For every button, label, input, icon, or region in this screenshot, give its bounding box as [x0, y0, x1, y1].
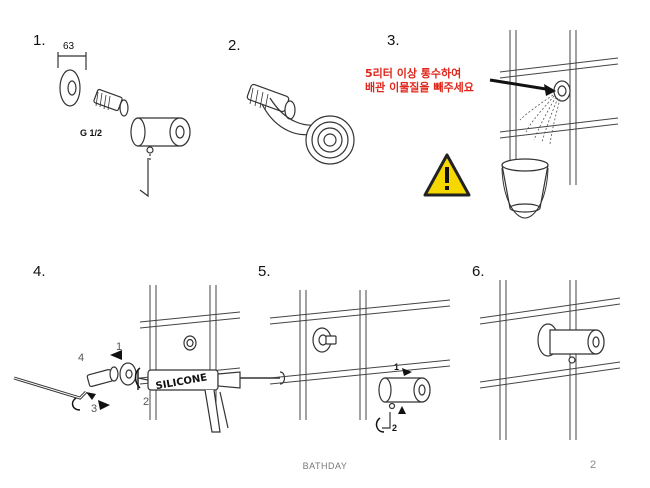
- step-3-warning-text: 5리터 이상 통수하여 배관 이물질을 빼주세요: [365, 67, 474, 95]
- step-1-dimension-label: 63: [63, 41, 75, 52]
- step-3-number: 3.: [387, 32, 400, 49]
- footer-brand: BATHDAY: [302, 461, 348, 471]
- step-4-callout-2: 2: [143, 396, 150, 408]
- step-1-number: 1.: [33, 32, 46, 49]
- step-6-number: 6.: [472, 263, 485, 280]
- warning-triangle-icon: [423, 153, 471, 197]
- step-4-callout-1: 1: [116, 341, 123, 353]
- step-4-callout-4: 4: [78, 352, 85, 364]
- step-3-warning-line-2: 배관 이물질을 빼주세요: [365, 81, 474, 94]
- step-4-callout-3: 3: [91, 403, 98, 415]
- step-2-number: 2.: [228, 37, 241, 54]
- step-5-number: 5.: [258, 263, 271, 280]
- step-5-callout-1: 1: [394, 362, 400, 372]
- page-number: 2: [590, 459, 597, 471]
- step-1-thread-label: G 1/2: [80, 128, 103, 138]
- step-4-number: 4.: [33, 263, 46, 280]
- step-5-callout-2: 2: [392, 423, 398, 433]
- step-3-warning-line-1: 5리터 이상 통수하여: [365, 67, 462, 80]
- bucket-icon: [501, 158, 549, 219]
